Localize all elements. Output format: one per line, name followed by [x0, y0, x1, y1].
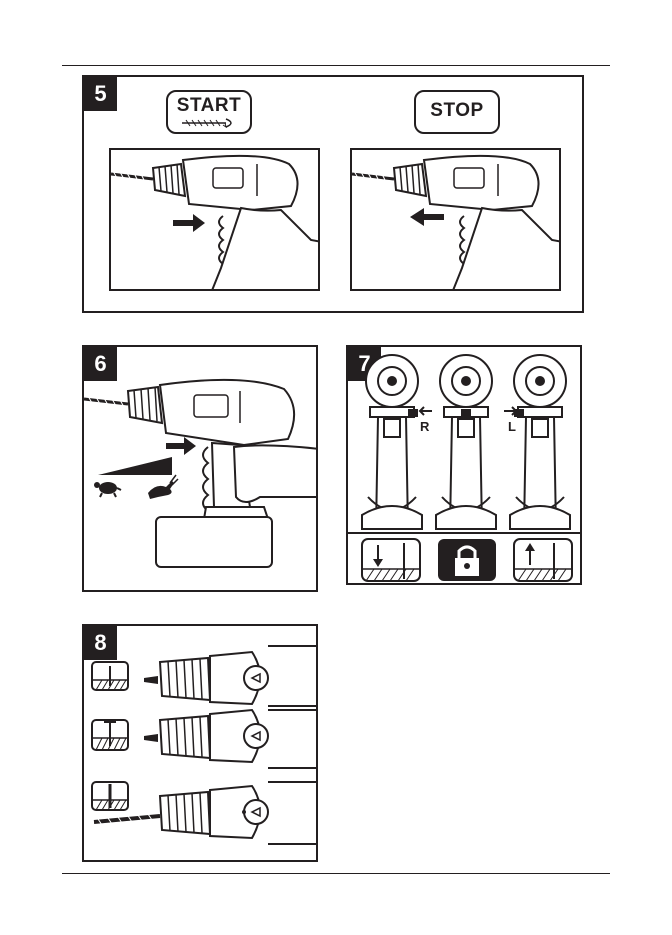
- hare-icon: [148, 475, 178, 499]
- arrow-left-icon: [420, 407, 432, 415]
- start-badge: START: [166, 90, 252, 134]
- step-number: 5: [84, 77, 117, 111]
- direction-selector-illustration: [348, 347, 582, 585]
- screw-hard-mode-icon: [92, 720, 128, 750]
- reverse-label: R: [420, 419, 429, 434]
- screw-out-icon: [514, 539, 572, 581]
- arrow-left-icon: [410, 208, 444, 226]
- screw-mode-icon: [92, 662, 128, 690]
- step-8-panel: 8: [82, 624, 318, 862]
- start-label: START: [168, 95, 250, 117]
- screw-in-icon: [362, 539, 420, 581]
- arrow-right-icon: [504, 407, 516, 415]
- top-rule: [62, 65, 610, 66]
- forward-label: L: [508, 419, 516, 434]
- drill-mode-icon: [92, 782, 128, 810]
- step-7-panel: 7: [346, 345, 582, 585]
- turtle-icon: [94, 482, 121, 497]
- step-5-panel: 5 START STOP: [82, 75, 584, 313]
- torque-settings-illustration: [84, 626, 318, 862]
- speed-control-illustration: [84, 347, 318, 592]
- stop-label: STOP: [416, 92, 498, 130]
- step-6-panel: 6: [82, 345, 318, 592]
- bottom-rule: [62, 873, 610, 874]
- stop-illustration: [350, 148, 561, 291]
- padlock-icon: [438, 539, 496, 581]
- stop-badge: STOP: [414, 90, 500, 134]
- drill-bit-icon: [182, 117, 238, 129]
- arrow-right-icon: [173, 214, 205, 232]
- start-illustration: [109, 148, 320, 291]
